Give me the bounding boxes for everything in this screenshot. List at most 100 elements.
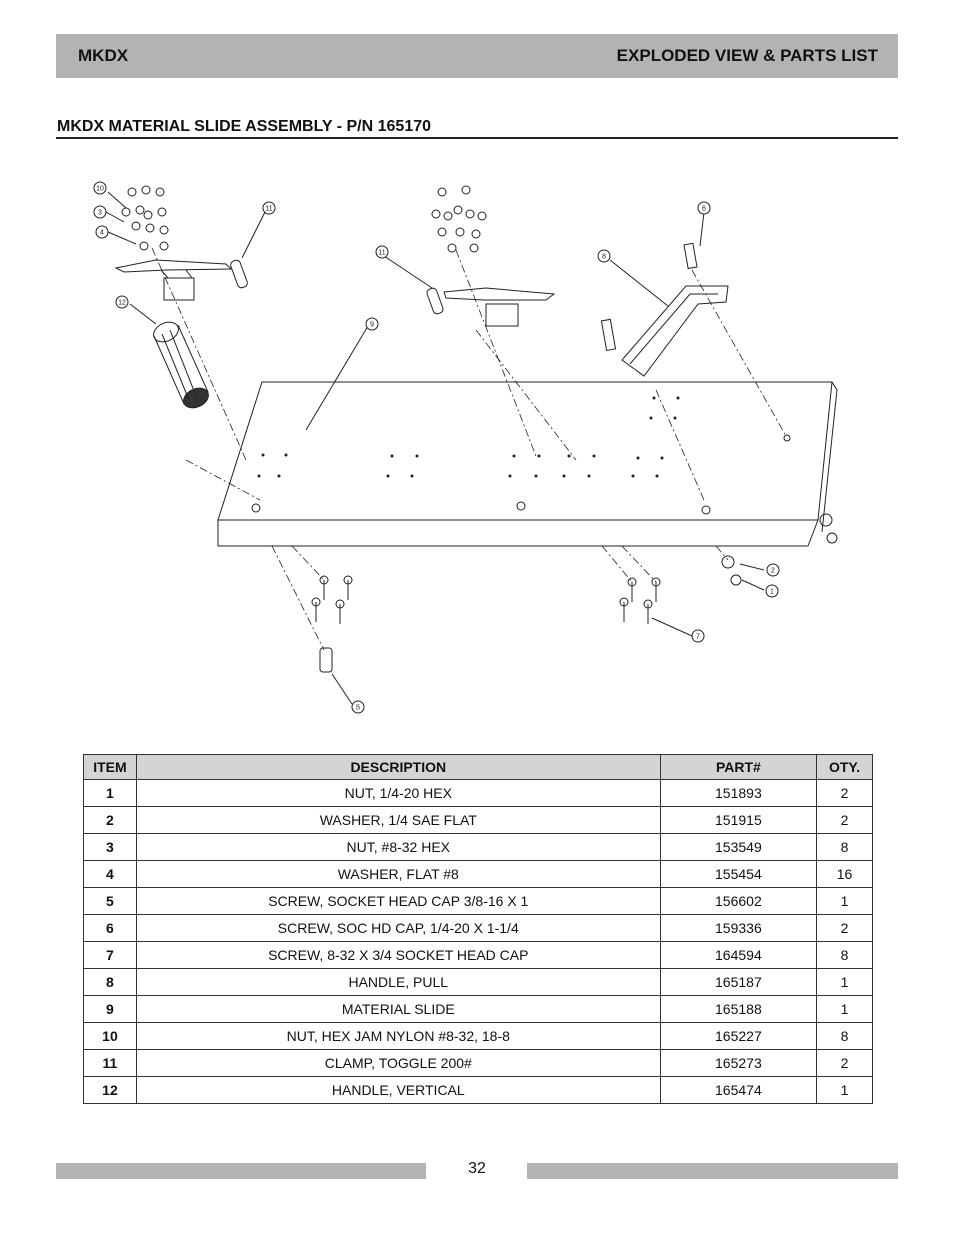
- svg-text:3: 3: [98, 210, 102, 217]
- callout-10: 10: [93, 181, 107, 195]
- cell-qty: 8: [816, 941, 873, 969]
- cell-item: 10: [83, 1022, 137, 1050]
- cell-part: 153549: [659, 833, 818, 861]
- cell-description: NUT, 1/4-20 HEX: [135, 779, 661, 807]
- cell-qty: 2: [816, 1049, 873, 1077]
- table-header-row: ITEM DESCRIPTION PART# OTY.: [83, 754, 873, 780]
- footer-bar-right: [527, 1163, 898, 1179]
- cell-part: 165227: [659, 1022, 818, 1050]
- callout-8: 8: [597, 249, 611, 263]
- callout-9: 9: [365, 317, 379, 331]
- svg-text:5: 5: [356, 705, 360, 712]
- cell-qty: 8: [816, 1022, 873, 1050]
- washer-nut-right: [721, 513, 838, 586]
- callout-7: 7: [691, 629, 705, 643]
- svg-text:9: 9: [370, 322, 374, 329]
- callout-3: 3: [93, 205, 107, 219]
- cell-qty: 1: [816, 887, 873, 915]
- cell-qty: 1: [816, 968, 873, 996]
- cell-item: 7: [83, 941, 137, 969]
- svg-text:1: 1: [770, 589, 774, 596]
- cell-description: NUT, HEX JAM NYLON #8-32, 18-8: [135, 1022, 661, 1050]
- cell-description: WASHER, 1/4 SAE FLAT: [135, 806, 661, 834]
- svg-text:11: 11: [265, 206, 272, 213]
- cell-qty: 2: [816, 779, 873, 807]
- cell-part: 165273: [659, 1049, 818, 1077]
- cell-item: 4: [83, 860, 137, 888]
- screws-left: [311, 575, 353, 673]
- cell-item: 11: [83, 1049, 137, 1077]
- header-model: MKDX: [78, 46, 129, 65]
- header-bar: MKDX EXPLODED VIEW & PARTS LIST: [56, 34, 898, 78]
- pull-handle: [600, 242, 729, 377]
- callout-4: 4: [95, 225, 109, 239]
- footer-bar-left: [56, 1163, 426, 1179]
- cell-qty: 2: [816, 806, 873, 834]
- cell-part: 165187: [659, 968, 818, 996]
- cell-qty: 1: [816, 1076, 873, 1104]
- cell-part: 151915: [659, 806, 818, 834]
- svg-text:6: 6: [702, 206, 706, 213]
- svg-text:11: 11: [378, 250, 385, 257]
- cell-description: HANDLE, PULL: [135, 968, 661, 996]
- svg-text:4: 4: [100, 230, 104, 237]
- material-slide-plate: [217, 381, 838, 547]
- svg-text:2: 2: [771, 568, 775, 575]
- callout-5: 5: [351, 700, 365, 714]
- callout-11-right: 11: [375, 245, 389, 259]
- page-number: 32: [468, 1160, 486, 1177]
- callout-11-left: 11: [262, 201, 276, 215]
- cell-part: 155454: [659, 860, 818, 888]
- vertical-handle: [153, 321, 209, 409]
- toggle-clamp-right: [426, 287, 556, 327]
- cell-qty: 16: [816, 860, 873, 888]
- header-qty: OTY.: [816, 754, 873, 780]
- cell-part: 165188: [659, 995, 818, 1023]
- cell-description: NUT, #8-32 HEX: [135, 833, 661, 861]
- screws-right: [619, 577, 661, 624]
- cell-description: CLAMP, TOGGLE 200#: [135, 1049, 661, 1077]
- nut-cluster-left: [121, 185, 169, 251]
- callout-12: 12: [115, 295, 129, 309]
- exploded-view-diagram: 10 3 4 11 12 9 11 6 8 2 1 7 5: [93, 181, 838, 714]
- cell-description: SCREW, SOCKET HEAD CAP 3/8-16 X 1: [135, 887, 661, 915]
- cell-item: 9: [83, 995, 137, 1023]
- svg-text:7: 7: [696, 634, 700, 641]
- cell-description: SCREW, SOC HD CAP, 1/4-20 X 1-1/4: [135, 914, 661, 942]
- header-description: DESCRIPTION: [135, 754, 661, 780]
- callout-1: 1: [765, 584, 779, 598]
- callout-2: 2: [766, 563, 780, 577]
- cell-description: MATERIAL SLIDE: [135, 995, 661, 1023]
- cell-item: 1: [83, 779, 137, 807]
- cell-part: 164594: [659, 941, 818, 969]
- header-part: PART#: [659, 754, 818, 780]
- svg-text:10: 10: [96, 186, 104, 193]
- cell-part: 165474: [659, 1076, 818, 1104]
- callout-6: 6: [697, 201, 711, 215]
- cell-part: 159336: [659, 914, 818, 942]
- page-title: MKDX MATERIAL SLIDE ASSEMBLY - P/N 16517…: [57, 118, 432, 135]
- cell-part: 156602: [659, 887, 818, 915]
- cell-item: 8: [83, 968, 137, 996]
- header-section: EXPLODED VIEW & PARTS LIST: [616, 46, 878, 65]
- cell-item: 5: [83, 887, 137, 915]
- svg-text:8: 8: [602, 254, 606, 261]
- cell-qty: 8: [816, 833, 873, 861]
- cell-qty: 2: [816, 914, 873, 942]
- cell-item: 6: [83, 914, 137, 942]
- title-rule: [56, 137, 898, 139]
- header-item: ITEM: [83, 754, 137, 780]
- cell-item: 12: [83, 1076, 137, 1104]
